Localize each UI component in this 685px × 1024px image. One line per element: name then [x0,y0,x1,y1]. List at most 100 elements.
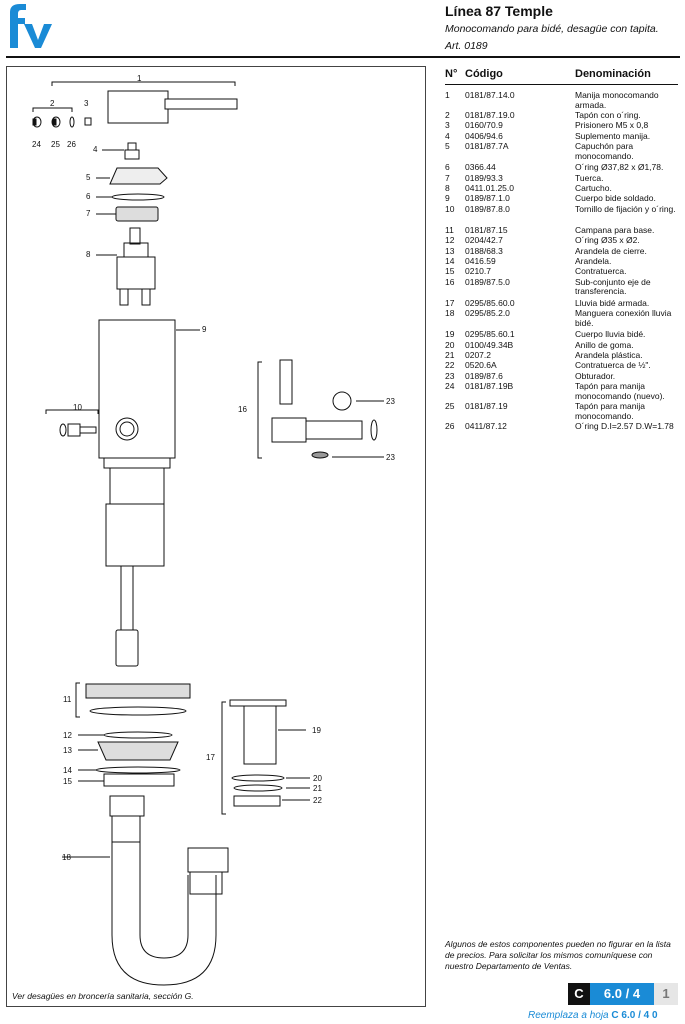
callout-20: 20 [313,774,322,783]
part-code: 0207.2 [465,350,491,360]
part-code: 0295/85.60.0 [465,297,515,308]
part-name: Campana para base. [575,224,655,235]
hose-nut-b [187,847,229,873]
callout-4: 4 [93,145,98,154]
supplement-4-base [124,149,140,160]
callout-15: 15 [63,777,72,786]
part-name: Tapón para manija monocomando. [575,401,645,421]
part-code: 0181/87.7A [465,141,509,152]
oring-12 [103,731,173,739]
column-header-code: Código [465,68,503,80]
cartridge-pin-b [141,288,151,306]
callout-8: 8 [86,250,91,259]
callout-5: 5 [86,173,91,182]
hose-grip-a [111,815,141,843]
cartridge-pin-a [119,288,129,306]
obturador-23a [332,391,352,411]
spray-rim [229,699,287,707]
part-number: 9 [445,193,450,204]
part-code: 0210.7 [465,266,491,277]
callout-9: 9 [202,325,207,334]
part-name: Arandela. [575,256,612,266]
callout-6: 6 [86,192,91,201]
screw-10-oring [59,423,67,437]
part-name: Lluvia bidé armada. [575,297,650,308]
part-number: 6 [445,162,450,173]
page-subtitle: Monocomando para bidé, desagüe con tapit… [445,23,659,35]
nut-7 [115,206,159,222]
washer-14 [95,766,181,774]
footnote: Algunos de estos componentes pueden no f… [445,939,671,971]
callout-19: 19 [312,726,321,735]
diagram-note: Ver desagües en broncería sanitaria, sec… [12,991,194,1001]
bracket-1 [51,81,236,86]
part-name: Cuerpo lluvia bidé. [575,329,646,340]
body-9 [98,319,176,459]
part-number: 20 [445,339,455,350]
callout-26: 26 [67,140,76,149]
part-code: 0189/87.8.0 [465,203,510,214]
part-name: Manguera conexión lluvia bidé. [575,308,672,328]
exploded-diagram-frame [6,66,426,1007]
part-code: 0181/87.19.0 [465,110,515,120]
part-code: 0411/87.12 [465,421,507,432]
replaces-label: Reemplaza a hoja [528,1010,609,1021]
bell-oring [89,706,187,716]
part-name: O´ring Ø35 x Ø2. [575,235,640,246]
part-code: 0188/68.3 [465,245,503,256]
callout-16: 16 [238,405,247,414]
supplement-4 [127,142,137,151]
part-number: 16 [445,276,455,287]
callout-17: 17 [206,753,215,762]
part-number: 1 [445,90,450,100]
hose-nut-a [109,795,145,817]
page-title: Línea 87 Temple [445,3,553,19]
screw-10-head [67,423,81,437]
body-port-inner [119,421,135,437]
part-number: 12 [445,235,455,246]
body-nut [115,629,139,667]
table-header-rule [445,84,678,85]
handle-lever [164,98,238,110]
bracket-10 [45,409,99,414]
callout-22: 22 [313,796,322,805]
part-code: 0181/87.19 [465,401,508,412]
part-name: Arandela plástica. [575,350,643,360]
part-name: Contratuerca de ½". [575,360,651,371]
part-number: 7 [445,172,450,183]
callout-7: 7 [86,209,91,218]
part-number: 11 [445,224,454,235]
part-number: 15 [445,266,455,277]
part-code: 0189/87.1.0 [465,193,510,204]
hose-tube-inner [139,842,189,959]
ring-20 [231,774,285,782]
callout-23b: 23 [386,453,395,462]
bracket-2 [32,107,73,112]
cap-25 [51,116,61,128]
part-code: 0189/93.3 [465,172,503,183]
part-number: 21 [445,350,455,360]
section-badge: C [568,983,590,1005]
part-code: 0181/87.14.0 [465,90,515,100]
sheet-code-badge: 6.0 / 4 [590,983,654,1005]
callout-13: 13 [63,746,72,755]
cap-24-pin [32,118,37,126]
part-code: 0406/94.6 [465,130,503,141]
callout-24: 24 [32,140,41,149]
article-number: Art. 0189 [445,40,488,52]
axis-block [271,417,307,443]
part-number: 19 [445,329,455,340]
locknut-22 [233,795,281,807]
part-number: 13 [445,245,455,256]
part-code: 0295/85.60.1 [465,329,515,340]
part-name: Sub-conjunto eje de transferencia. [575,276,651,297]
callout-10: 10 [73,403,82,412]
bracket-16 [257,361,262,459]
hose-tube-outer [111,842,217,986]
callout-3: 3 [84,99,89,108]
washer-13 [97,741,179,761]
part-name: Tapón para manija monocomando (nuevo). [575,381,665,401]
part-code: 0160/70.9 [465,120,503,131]
part-number: 8 [445,183,450,193]
cap-5 [109,167,168,185]
